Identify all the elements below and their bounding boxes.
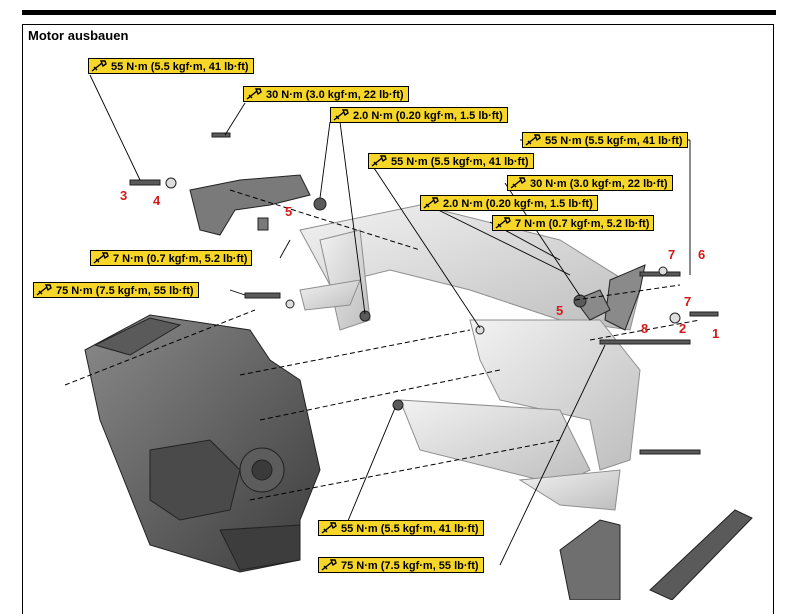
bolts bbox=[129, 132, 719, 455]
part-number-4: 4 bbox=[153, 193, 161, 208]
assembly-lines bbox=[64, 189, 701, 501]
wrench-icon bbox=[321, 522, 337, 534]
torque-label-6: 30 N·m (3.0 kgf·m, 22 lb·ft) bbox=[507, 175, 673, 191]
torque-label-3: 2.0 N·m (0.20 kgf·m, 1.5 lb·ft) bbox=[330, 107, 508, 123]
part-number-7-bottom: 7 bbox=[684, 294, 692, 309]
torque-label-12: 75 N·m (7.5 kgf·m, 55 lb·ft) bbox=[318, 557, 484, 573]
part-number-3: 3 bbox=[120, 188, 128, 203]
torque-label-10: 75 N·m (7.5 kgf·m, 55 lb·ft) bbox=[33, 282, 199, 298]
part-number-2: 2 bbox=[679, 321, 687, 336]
wrench-icon bbox=[91, 60, 107, 72]
exploded-view-diagram bbox=[64, 74, 753, 600]
torque-label-7: 2.0 N·m (0.20 kgf·m, 1.5 lb·ft) bbox=[420, 195, 598, 211]
torque-label-8: 7 N·m (0.7 kgf·m, 5.2 lb·ft) bbox=[492, 215, 655, 231]
engine-block bbox=[84, 314, 321, 573]
part-number-8: 8 bbox=[641, 321, 649, 336]
wrench-icon bbox=[525, 134, 541, 146]
section-title: Motor ausbauen bbox=[28, 28, 129, 43]
frame-assembly bbox=[299, 204, 641, 511]
torque-label-5: 55 N·m (5.5 kgf·m, 41 lb·ft) bbox=[368, 153, 534, 169]
wrench-icon bbox=[246, 88, 262, 100]
part-number-6: 6 bbox=[698, 247, 706, 262]
torque-label-11: 55 N·m (5.5 kgf·m, 41 lb·ft) bbox=[318, 520, 484, 536]
engine-mount-bracket-left bbox=[189, 174, 311, 236]
part-number-1: 1 bbox=[712, 326, 720, 341]
diagram-frame bbox=[22, 24, 774, 614]
wrench-icon bbox=[36, 284, 52, 296]
wrench-icon bbox=[423, 197, 439, 209]
wrench-icon bbox=[371, 155, 387, 167]
footrest-assembly bbox=[559, 509, 753, 600]
wrench-icon bbox=[333, 109, 349, 121]
part-number-5-left: 5 bbox=[285, 204, 293, 219]
torque-label-4: 55 N·m (5.5 kgf·m, 41 lb·ft) bbox=[522, 132, 688, 148]
part-number-7-top: 7 bbox=[668, 247, 676, 262]
part-number-5-right: 5 bbox=[556, 303, 564, 318]
wrench-icon bbox=[321, 559, 337, 571]
wrench-icon bbox=[495, 217, 511, 229]
top-rule bbox=[22, 10, 776, 15]
torque-label-9: 7 N·m (0.7 kgf·m, 5.2 lb·ft) bbox=[90, 250, 253, 266]
wrench-icon bbox=[510, 177, 526, 189]
torque-label-1: 55 N·m (5.5 kgf·m, 41 lb·ft) bbox=[88, 58, 254, 74]
torque-label-2: 30 N·m (3.0 kgf·m, 22 lb·ft) bbox=[243, 86, 409, 102]
wrench-icon bbox=[93, 252, 109, 264]
